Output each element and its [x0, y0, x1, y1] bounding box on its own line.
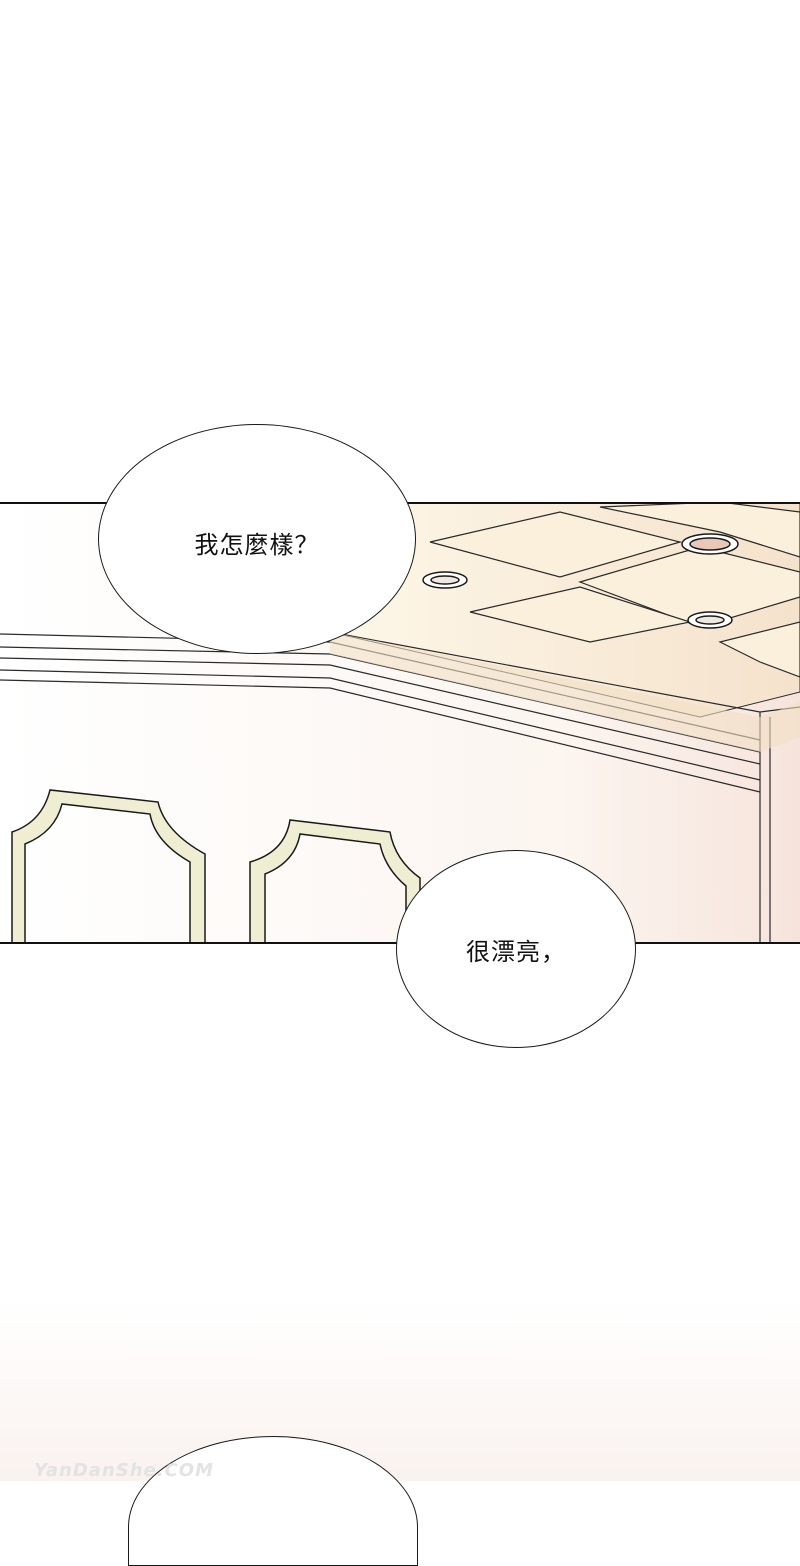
- ceiling-light-inner: [430, 575, 460, 585]
- coffer: [429, 511, 683, 578]
- ceiling-light-inner: [689, 537, 731, 551]
- bottom-gradient: [0, 1300, 800, 1481]
- watermark-text: YanDanShe.COM: [34, 1460, 215, 1481]
- wall-frame-left: [11, 789, 206, 944]
- coffer: [718, 621, 800, 678]
- cornice-line: [0, 669, 761, 781]
- cornice-shade: [330, 632, 800, 752]
- speech-text-1: 我怎麼樣？: [194, 530, 320, 559]
- cornice-line: [0, 679, 761, 793]
- speech-bubble-1: 我怎麼樣？: [98, 424, 416, 654]
- speech-text-2: 很漂亮，: [466, 937, 566, 966]
- speech-bubble-2: 很漂亮，: [396, 850, 636, 1048]
- ceiling-light-inner: [695, 615, 725, 625]
- comic-page: 我怎麼樣？ 很漂亮， YanDanShe.COM: [0, 424, 800, 1566]
- wall-frame-right: [249, 819, 421, 944]
- cornice-line: [0, 657, 761, 765]
